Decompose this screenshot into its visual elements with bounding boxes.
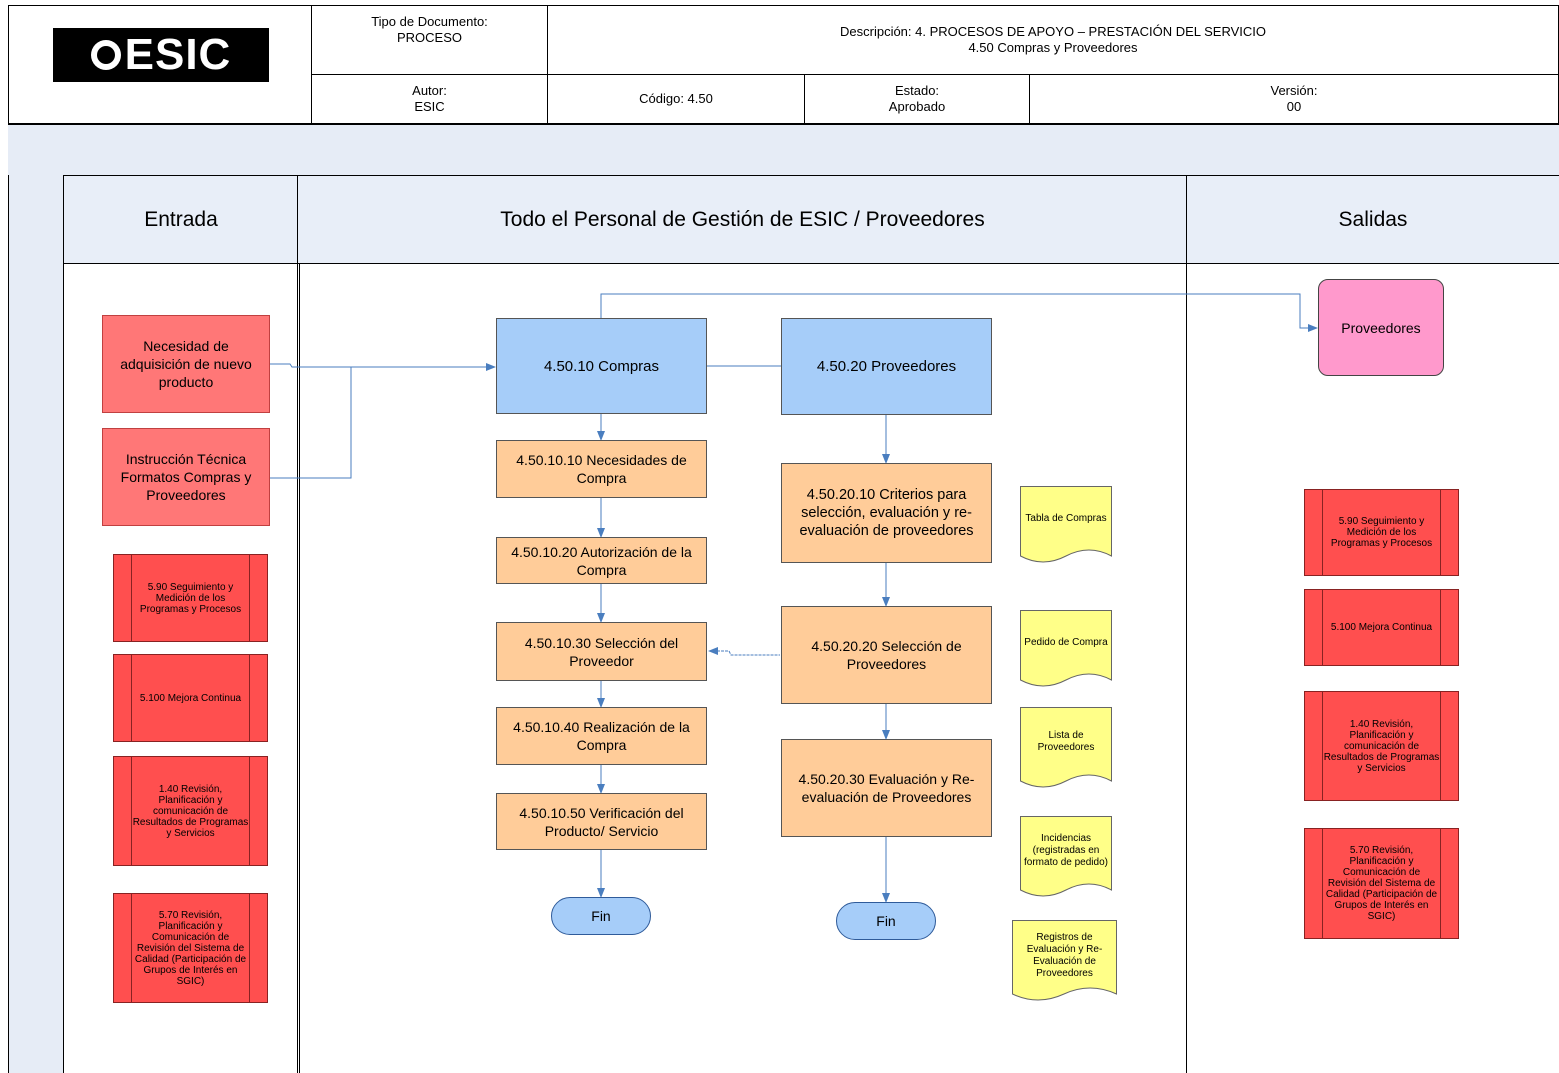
tipo-documento-cell: Tipo de Documento: PROCESO (311, 5, 548, 75)
terminator-fin-proveedores-label: Fin (876, 913, 896, 929)
logo-text: ESIC (124, 30, 232, 79)
lane-divider-1 (63, 175, 64, 1073)
tipo-label: Tipo de Documento: (371, 14, 488, 29)
terminator-fin-proveedores: Fin (836, 902, 936, 940)
input-subprocess-570-label: 5.70 Revisión, Planificación y Comunicac… (134, 909, 247, 987)
input-subprocess-140-label: 1.40 Revisión, Planificación y comunicac… (132, 783, 249, 839)
lane-header-divider (64, 263, 1559, 264)
input-instruccion: Instrucción Técnica Formatos Compras y P… (102, 428, 270, 526)
input-subprocess-5100-label: 5.100 Mejora Continua (139, 692, 242, 704)
version-label: Versión: (1270, 83, 1318, 98)
output-subprocess-140: 1.40 Revisión, Planificación y comunicac… (1304, 691, 1459, 801)
input-subprocess-570: 5.70 Revisión, Planificación y Comunicac… (113, 893, 268, 1003)
step-necesidades-compra: 4.50.10.10 Necesidades de Compra (496, 440, 707, 498)
terminator-fin-compras: Fin (551, 897, 651, 935)
output-subprocess-140-label: 1.40 Revisión, Planificación y comunicac… (1323, 718, 1440, 774)
output-subprocess-570-label: 5.70 Revisión, Planificación y Comunicac… (1325, 845, 1438, 922)
lane-title-salidas: Salidas (1338, 208, 1408, 231)
step-autorizacion-compra-label: 4.50.10.20 Autorización de la Compra (511, 543, 692, 578)
tipo-value: PROCESO (396, 30, 462, 45)
input-subprocess-5100: 5.100 Mejora Continua (113, 654, 268, 742)
autor-value: ESIC (414, 99, 445, 114)
process-proveedores-label: 4.50.20 Proveedores (816, 358, 957, 375)
document-tabla-compras: Tabla de Compras (1020, 486, 1112, 563)
step-evaluacion-proveedores-label: 4.50.20.30 Evaluación y Re-evaluación de… (798, 771, 975, 805)
document-icon (1020, 816, 1112, 897)
lane-divider-4 (1186, 175, 1187, 1073)
descripcion-cell: Descripción: 4. PROCESOS DE APOYO – PRES… (547, 5, 1559, 75)
descripcion-line2: 4.50 Compras y Proveedores (968, 40, 1138, 55)
step-seleccion-proveedor-label: 4.50.10.30 Selección del Proveedor (524, 634, 679, 669)
input-subprocess-140: 1.40 Revisión, Planificación y comunicac… (113, 756, 268, 866)
codigo-cell: Código: 4.50 (547, 74, 805, 124)
input-instruccion-label: Instrucción Técnica Formatos Compras y P… (120, 451, 252, 503)
process-compras-label: 4.50.10 Compras (543, 357, 660, 375)
autor-cell: Autor: ESIC (311, 74, 548, 124)
version-value: 00 (1286, 99, 1302, 114)
document-incidencias: Incidencias (registradas en formato de p… (1020, 816, 1112, 897)
esic-logo: ESIC (53, 28, 269, 82)
terminator-fin-compras-label: Fin (591, 908, 611, 924)
document-pedido-compra: Pedido de Compra (1020, 610, 1112, 687)
step-seleccion-proveedores-label: 4.50.20.20 Selección de Proveedores (811, 638, 962, 672)
document-pedido-compra-label: Pedido de Compra (1024, 637, 1108, 648)
descripcion-line1: Descripción: 4. PROCESOS DE APOYO – PRES… (840, 24, 1266, 39)
lane-divider-2 (297, 175, 298, 1073)
step-seleccion-proveedores: 4.50.20.20 Selección de Proveedores (781, 606, 992, 704)
output-subprocess-590: 5.90 Seguimiento y Medición de los Progr… (1304, 489, 1459, 576)
document-registros-evaluacion-label: Registros de Evaluación y Re-Evaluación … (1026, 932, 1103, 979)
step-criterios-proveedores-label: 4.50.20.10 Criterios para selección, eva… (799, 487, 974, 539)
document-incidencias-label: Incidencias (registradas en formato de p… (1024, 833, 1108, 868)
version-cell: Versión: 00 (1029, 74, 1559, 124)
output-proveedores: Proveedores (1318, 279, 1444, 376)
step-realizacion-compra-label: 4.50.10.40 Realización de la Compra (513, 719, 690, 753)
pool-band (8, 124, 1559, 176)
output-proveedores-label: Proveedores (1341, 319, 1421, 336)
document-tabla-compras-label: Tabla de Compras (1025, 513, 1107, 524)
lane-title-personal: Todo el Personal de Gestión de ESIC / Pr… (500, 208, 985, 231)
output-subprocess-590-label: 5.90 Seguimiento y Medición de los Progr… (1330, 516, 1433, 549)
input-necesidad-label: Necesidad de adquisición de nuevo produc… (120, 338, 252, 390)
estado-label: Estado: (894, 83, 940, 98)
input-necesidad: Necesidad de adquisición de nuevo produc… (102, 315, 270, 413)
output-subprocess-5100-label: 5.100 Mejora Continua (1330, 622, 1433, 633)
input-subprocess-590-label: 5.90 Seguimiento y Medición de los Progr… (139, 581, 242, 615)
lane-header-salidas: Salidas (1187, 176, 1559, 264)
input-subprocess-590: 5.90 Seguimiento y Medición de los Progr… (113, 554, 268, 642)
codigo-value: Código: 4.50 (639, 91, 713, 106)
step-verificacion-producto-label: 4.50.10.50 Verificación del Producto/ Se… (519, 804, 684, 839)
lane-header-entrada: Entrada (64, 176, 298, 264)
step-realizacion-compra: 4.50.10.40 Realización de la Compra (496, 707, 707, 765)
pool-left-bar (8, 175, 64, 1073)
step-evaluacion-proveedores: 4.50.20.30 Evaluación y Re-evaluación de… (781, 739, 992, 837)
step-necesidades-compra-label: 4.50.10.10 Necesidades de Compra (516, 452, 687, 486)
estado-cell: Estado: Aprobado (804, 74, 1030, 124)
process-compras: 4.50.10 Compras (496, 318, 707, 414)
output-subprocess-570: 5.70 Revisión, Planificación y Comunicac… (1304, 828, 1459, 939)
step-autorizacion-compra: 4.50.10.20 Autorización de la Compra (496, 537, 707, 584)
document-icon (1012, 920, 1117, 1001)
process-proveedores: 4.50.20 Proveedores (781, 318, 992, 415)
lane-header-personal: Todo el Personal de Gestión de ESIC / Pr… (298, 176, 1187, 264)
estado-value: Aprobado (888, 99, 946, 114)
document-lista-proveedores-label: Lista de Proveedores (1037, 730, 1095, 753)
lane-title-entrada: Entrada (144, 208, 218, 231)
document-icon (1020, 707, 1112, 788)
document-icon (1020, 610, 1112, 687)
lane-divider-3 (299, 263, 300, 1073)
document-icon (1020, 486, 1112, 563)
step-verificacion-producto: 4.50.10.50 Verificación del Producto/ Se… (496, 793, 707, 850)
autor-label: Autor: (412, 83, 447, 98)
step-criterios-proveedores: 4.50.20.10 Criterios para selección, eva… (781, 463, 992, 563)
output-subprocess-5100: 5.100 Mejora Continua (1304, 589, 1459, 666)
document-registros-evaluacion: Registros de Evaluación y Re-Evaluación … (1012, 920, 1117, 1001)
seal-icon (90, 40, 121, 70)
document-lista-proveedores: Lista de Proveedores (1020, 707, 1112, 788)
step-seleccion-proveedor: 4.50.10.30 Selección del Proveedor (496, 622, 707, 681)
